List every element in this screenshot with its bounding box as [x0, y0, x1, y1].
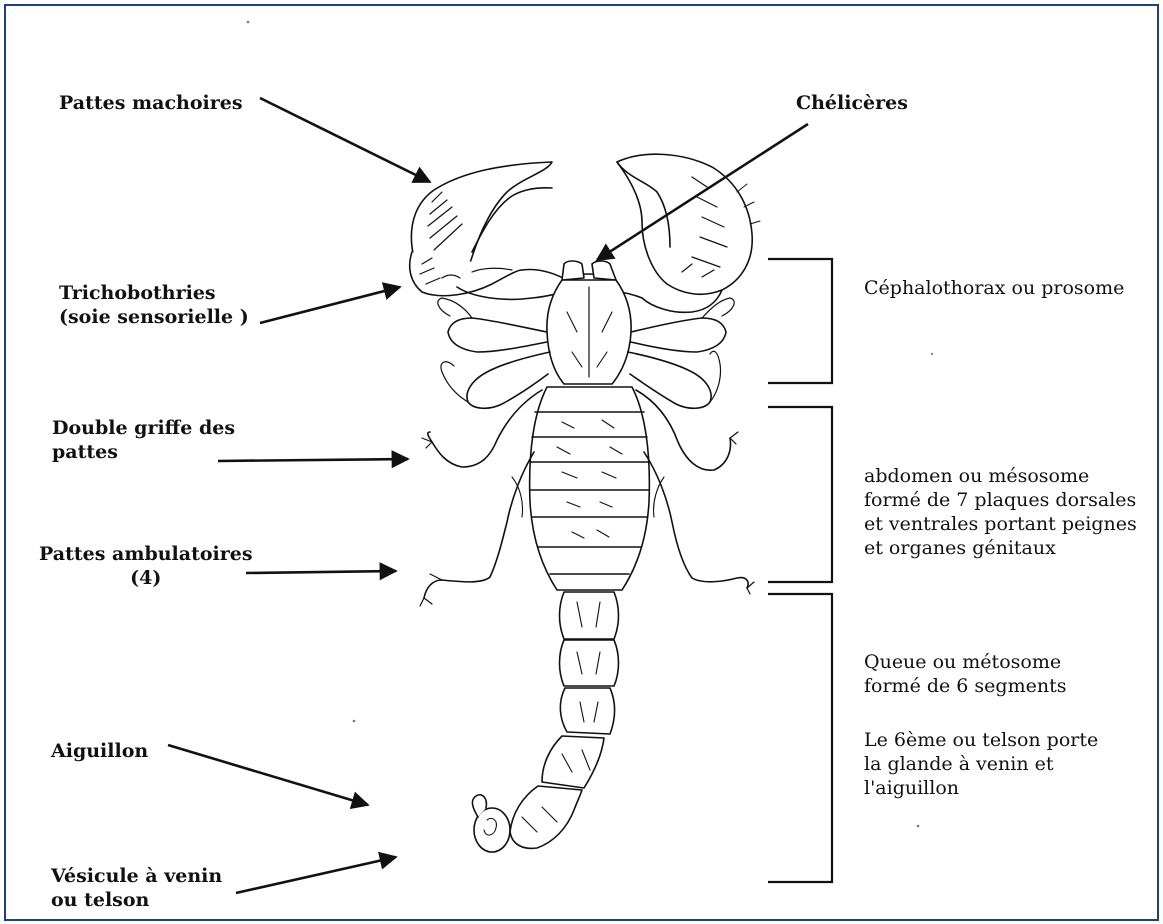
- bracket-mesosome: [768, 407, 832, 582]
- label-pattes-ambulatoires: Pattes ambulatoires (4): [39, 542, 253, 590]
- label-cephalothorax: Céphalothorax ou prosome: [864, 276, 1124, 300]
- label-telson-line-3: l'aiguillon: [864, 776, 1098, 800]
- label-abdomen: abdomen ou mésosome formé de 7 plaques d…: [864, 464, 1137, 560]
- prosome: [547, 261, 631, 384]
- diagram-frame: Pattes machoires Trichobothries (soie se…: [4, 4, 1159, 921]
- label-double-griffe: Double griffe des pattes: [52, 416, 235, 464]
- metasome: [472, 592, 618, 852]
- mesosome: [530, 387, 650, 590]
- label-cheliceres: Chélicères: [796, 91, 908, 115]
- scorpion-illustration: [410, 154, 760, 852]
- left-pedipalp: [410, 162, 572, 299]
- brackets: [768, 259, 832, 882]
- label-trichobothries-line-2: (soie sensorielle ): [59, 305, 249, 329]
- label-telson: Le 6ème ou telson porte la glande à veni…: [864, 728, 1098, 800]
- label-queue-line-2: formé de 6 segments: [864, 674, 1066, 698]
- label-double-griffe-line-2: pattes: [52, 440, 235, 464]
- label-pattes-machoires: Pattes machoires: [59, 91, 243, 115]
- label-trichobothries-line-1: Trichobothries: [59, 281, 249, 305]
- arrow-aiguillon: [168, 745, 368, 805]
- label-vesicule: Vésicule à venin ou telson: [51, 864, 222, 912]
- label-abdomen-line-3: et ventrales portant peignes: [864, 512, 1137, 536]
- arrow-trichobothries: [260, 287, 400, 323]
- label-abdomen-line-4: et organes génitaux: [864, 536, 1137, 560]
- label-telson-line-1: Le 6ème ou telson porte: [864, 728, 1098, 752]
- label-pattes-ambulatoires-line-1: Pattes ambulatoires: [39, 542, 253, 566]
- label-vesicule-line-2: ou telson: [51, 888, 222, 912]
- arrow-pattes-machoires: [260, 98, 430, 182]
- label-double-griffe-line-1: Double griffe des: [52, 416, 235, 440]
- arrow-vesicule: [236, 857, 396, 893]
- label-abdomen-line-1: abdomen ou mésosome: [864, 464, 1137, 488]
- label-aiguillon: Aiguillon: [51, 739, 148, 763]
- label-trichobothries: Trichobothries (soie sensorielle ): [59, 281, 249, 329]
- label-queue-line-1: Queue ou métosome: [864, 650, 1066, 674]
- label-telson-line-2: la glande à venin et: [864, 752, 1098, 776]
- bracket-prosome: [768, 259, 832, 383]
- label-abdomen-line-2: formé de 7 plaques dorsales: [864, 488, 1137, 512]
- arrow-double-griffe: [218, 459, 408, 461]
- label-pattes-ambulatoires-line-2: (4): [39, 566, 253, 590]
- arrow-pattes-ambulatoires: [246, 571, 396, 573]
- label-queue: Queue ou métosome formé de 6 segments: [864, 650, 1066, 698]
- bracket-metasome: [768, 594, 832, 882]
- label-vesicule-line-1: Vésicule à venin: [51, 864, 222, 888]
